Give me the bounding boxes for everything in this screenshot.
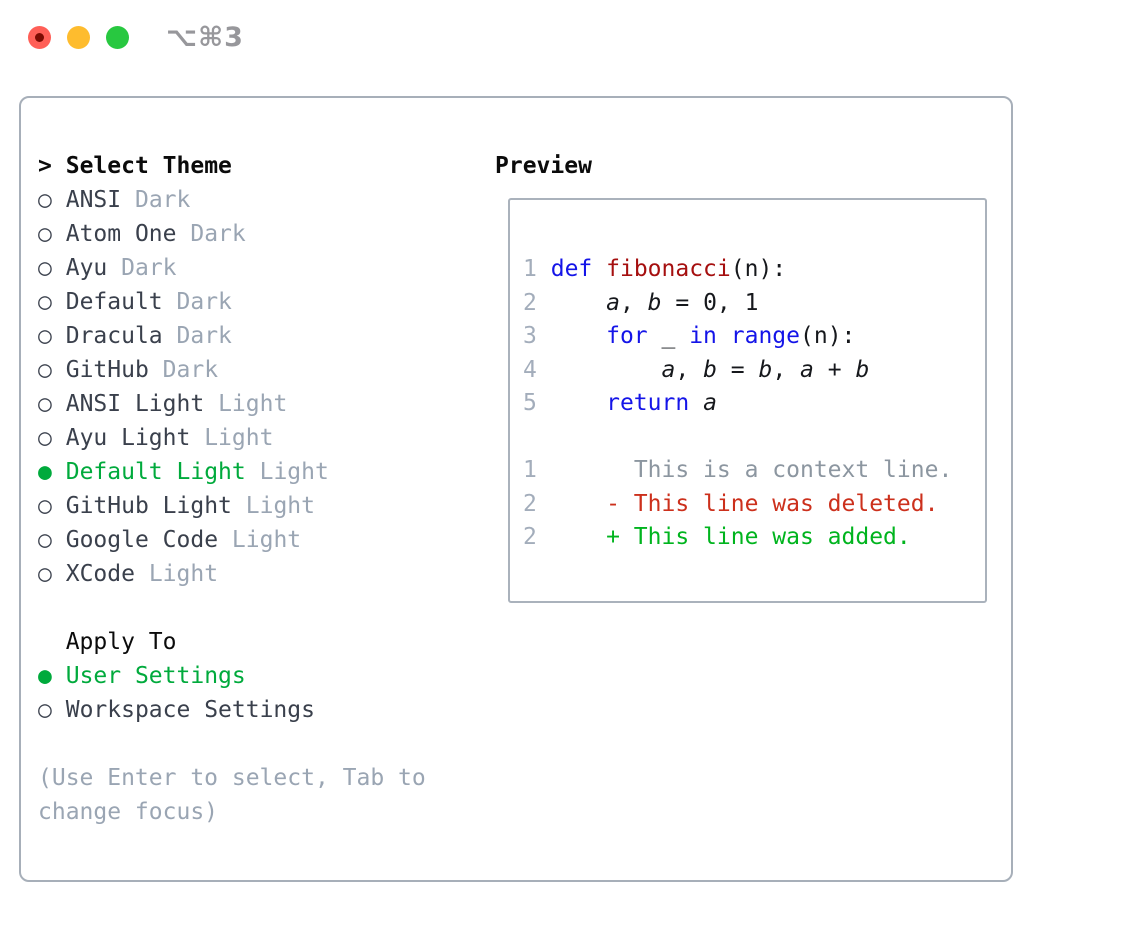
theme-list-header: > Select Theme [38, 149, 426, 183]
radio-selected-icon: ● [38, 663, 52, 689]
close-button[interactable] [28, 26, 51, 49]
line-number: 5 [523, 390, 537, 416]
theme-option-google-code[interactable]: ○ Google Code Light [38, 523, 426, 557]
line-number: 2 [523, 490, 537, 517]
radio-unselected-icon: ○ [38, 255, 52, 281]
zoom-button[interactable] [106, 26, 129, 49]
hint-line: (Use Enter to select, Tab to [38, 761, 426, 795]
theme-name: Default [65, 289, 163, 315]
radio-unselected-icon: ○ [38, 493, 52, 519]
theme-list-title: Select Theme [65, 153, 232, 179]
hint-text: (Use Enter to select, Tab to [38, 765, 426, 791]
theme-option-default-light[interactable]: ● Default Light Light [38, 455, 426, 489]
theme-variant: Dark [134, 187, 191, 213]
line-number: 4 [523, 356, 537, 383]
theme-option-default[interactable]: ○ Default Dark [38, 285, 426, 319]
radio-unselected-icon: ○ [38, 187, 52, 213]
apply-to-heading: Apply To [38, 625, 426, 659]
code-line: 1 def fibonacci(n): [523, 256, 787, 282]
theme-option-github-light[interactable]: ○ GitHub Light Light [38, 489, 426, 523]
window-title: ⌥⌘3 [166, 22, 244, 53]
unsaved-changes-dot-icon [35, 33, 44, 42]
radio-unselected-icon: ○ [38, 221, 52, 247]
radio-unselected-icon: ○ [38, 425, 52, 451]
minimize-button[interactable] [67, 26, 90, 49]
radio-unselected-icon: ○ [38, 697, 52, 723]
focus-prompt-icon: > [38, 153, 52, 179]
theme-option-xcode[interactable]: ○ XCode Light [38, 557, 426, 591]
code-line: 5 return a [523, 390, 717, 416]
radio-unselected-icon: ○ [38, 561, 52, 587]
theme-variant: Light [148, 561, 219, 587]
theme-variant: Dark [190, 221, 246, 247]
theme-name: Google Code [65, 527, 219, 553]
diff-line: 2 - This line was deleted. [523, 490, 939, 517]
theme-name: Ayu [65, 255, 108, 281]
preview-code: 1 def fibonacci(n): 2 a, b = 0, 1 3 for _ … [523, 253, 952, 555]
radio-unselected-icon: ○ [38, 289, 52, 315]
theme-option-ayu[interactable]: ○ Ayu Dark [38, 251, 426, 285]
theme-name: Atom One [65, 221, 177, 247]
preview-heading: Preview [495, 153, 592, 179]
theme-option-dracula[interactable]: ○ Dracula Dark [38, 319, 426, 353]
theme-name: Dracula [65, 323, 163, 349]
theme-name: GitHub [65, 357, 149, 383]
spacer-row [38, 591, 426, 625]
radio-unselected-icon: ○ [38, 357, 52, 383]
theme-variant: Dark [176, 289, 232, 315]
preview-pane: 1 def fibonacci(n): 2 a, b = 0, 1 3 for _ … [508, 198, 987, 603]
theme-name: XCode [65, 561, 135, 587]
theme-option-atom-one[interactable]: ○ Atom One Dark [38, 217, 426, 251]
theme-name: Default Light [65, 459, 246, 485]
theme-list: > Select Theme○ ANSI Dark○ Atom One Dark… [38, 149, 426, 829]
theme-option-github[interactable]: ○ GitHub Dark [38, 353, 426, 387]
theme-name: Ayu Light [65, 425, 191, 451]
code-line: 4 a, b = b, a + b [523, 356, 870, 383]
theme-variant: Light [218, 391, 288, 417]
theme-variant: Dark [176, 323, 232, 349]
theme-variant: Dark [162, 357, 219, 383]
line-number: 2 [523, 524, 537, 550]
theme-variant: Dark [121, 255, 177, 281]
theme-option-ansi[interactable]: ○ ANSI Dark [38, 183, 426, 217]
theme-option-ayu-light[interactable]: ○ Ayu Light Light [38, 421, 426, 455]
apply-option-workspace-settings[interactable]: ○ Workspace Settings [38, 693, 426, 727]
line-number: 1 [523, 457, 537, 483]
code-line: 2 a, b = 0, 1 [523, 289, 759, 316]
apply-option-user-settings[interactable]: ● User Settings [38, 659, 426, 693]
hint-line: change focus) [38, 795, 426, 829]
hint-text: change focus) [38, 799, 219, 825]
theme-variant: Light [245, 493, 315, 519]
diff-line: 1 This is a context line. [523, 457, 953, 483]
line-number: 3 [523, 323, 537, 349]
spacer-row [38, 727, 426, 761]
code-line: 3 for _ in range(n): [523, 323, 856, 349]
radio-unselected-icon: ○ [38, 391, 52, 417]
apply-to-label: Apply To [65, 629, 177, 655]
theme-name: GitHub Light [65, 493, 232, 519]
theme-name: ANSI Light [65, 391, 205, 417]
apply-option-label: User Settings [65, 663, 246, 689]
theme-variant: Light [204, 425, 274, 451]
blank-line [523, 421, 952, 455]
theme-variant: Light [231, 527, 302, 553]
theme-variant: Light [259, 459, 329, 485]
theme-picker-panel: > Select Theme○ ANSI Dark○ Atom One Dark… [19, 96, 1013, 882]
line-number: 2 [523, 289, 537, 316]
radio-unselected-icon: ○ [38, 323, 52, 349]
diff-line: 2 + This line was added. [523, 524, 911, 550]
apply-option-label: Workspace Settings [65, 697, 315, 723]
line-number: 1 [523, 256, 537, 282]
radio-selected-icon: ● [38, 459, 52, 485]
theme-option-ansi-light[interactable]: ○ ANSI Light Light [38, 387, 426, 421]
radio-unselected-icon: ○ [38, 527, 52, 553]
theme-name: ANSI [65, 187, 122, 213]
